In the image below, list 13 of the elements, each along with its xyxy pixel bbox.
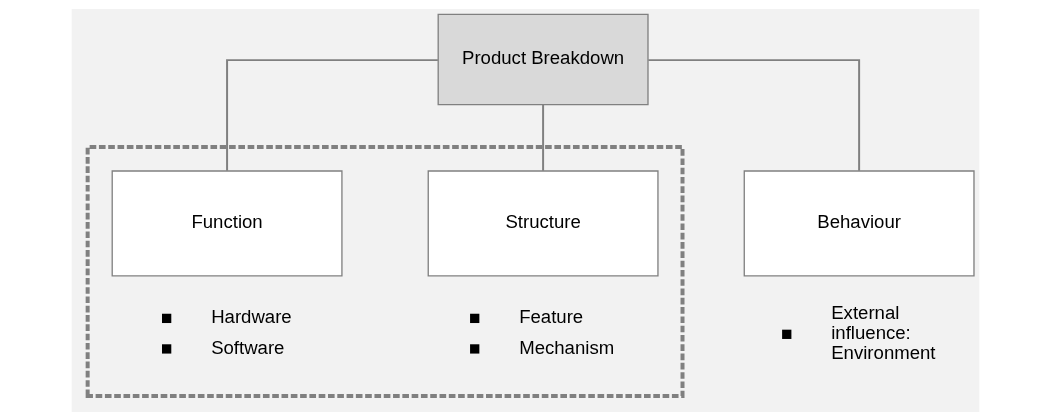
connector	[225, 58, 439, 172]
node-label: Software	[210, 336, 284, 358]
node-label: Feature	[518, 305, 583, 327]
node-label: External influence: Environment	[830, 301, 936, 363]
node-label: Hardware	[210, 305, 292, 327]
node-label: Mechanism	[518, 336, 614, 358]
connector	[541, 103, 544, 172]
node-box: Behaviour	[743, 169, 975, 277]
node-box: Function	[111, 169, 343, 277]
node-box: Structure	[427, 169, 659, 277]
node-box: Product Breakdown	[437, 13, 649, 105]
connector	[646, 58, 860, 172]
cluster	[85, 144, 684, 398]
